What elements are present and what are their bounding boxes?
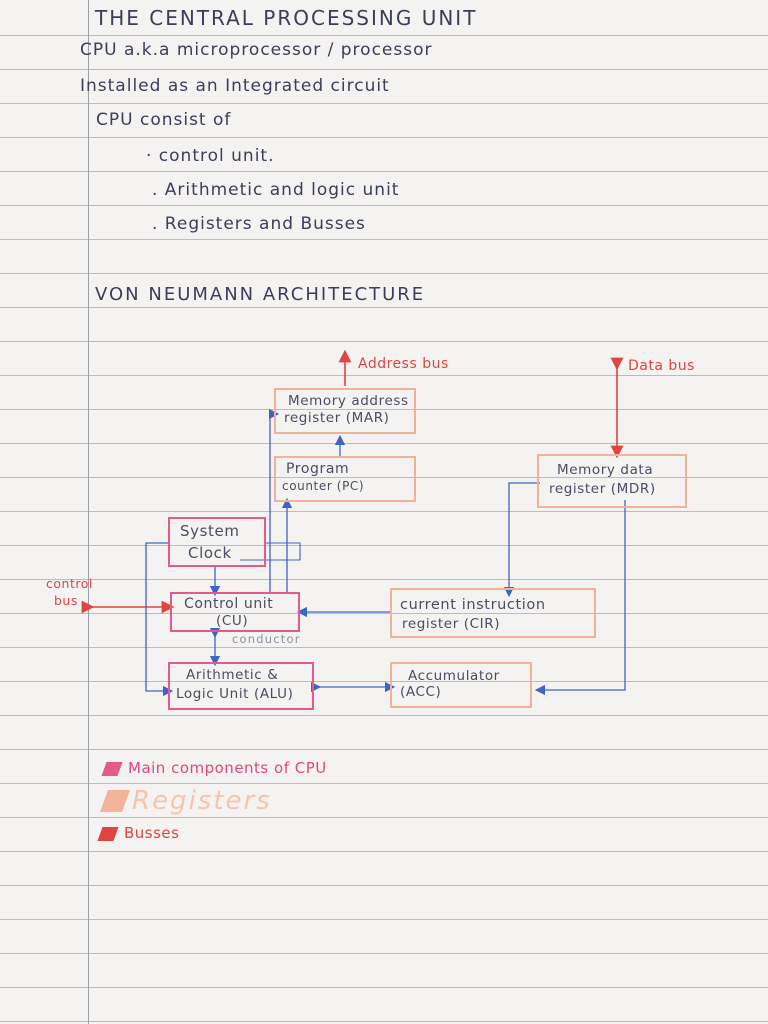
address-bus-label: Address bus bbox=[358, 356, 449, 372]
mdr-box: Memory data register (MDR) bbox=[537, 454, 687, 508]
cu-label-2: (CU) bbox=[216, 613, 249, 629]
mar-label-2: register (MAR) bbox=[284, 410, 390, 426]
alu-label-1: Arithmetic & bbox=[186, 667, 279, 683]
section-title: VON NEUMANN ARCHITECTURE bbox=[95, 284, 426, 305]
component-control-unit: · control unit. bbox=[146, 146, 275, 166]
control-bus-label-2: bus bbox=[54, 593, 78, 608]
system-clock-box: System Clock bbox=[168, 517, 266, 567]
control-bus-label-1: control bbox=[46, 576, 93, 591]
mdr-label-1: Memory data bbox=[557, 462, 654, 478]
mar-label-1: Memory address bbox=[288, 393, 409, 409]
mar-box: Memory address register (MAR) bbox=[274, 388, 416, 434]
legend-busses: Busses bbox=[97, 823, 179, 842]
cir-label-2: register (CIR) bbox=[402, 616, 501, 632]
control-unit-box: Control unit (CU) bbox=[170, 592, 300, 632]
data-bus-label: Data bus bbox=[628, 358, 695, 374]
bullet-1: CPU a.k.a microprocessor / processor bbox=[80, 40, 433, 60]
pink-swatch-icon bbox=[101, 761, 123, 776]
cu-label-1: Control unit bbox=[184, 596, 274, 612]
pc-label-2: counter (PC) bbox=[282, 479, 365, 493]
legend-main: Main components of CPU bbox=[101, 758, 327, 777]
margin-line bbox=[88, 0, 89, 1024]
consist-line: CPU consist of bbox=[96, 110, 232, 130]
alu-label-2: Logic Unit (ALU) bbox=[176, 686, 294, 702]
mdr-label-2: register (MDR) bbox=[549, 481, 656, 497]
component-registers-busses: . Registers and Busses bbox=[152, 214, 366, 234]
legend-registers: Registers bbox=[99, 786, 272, 816]
pc-label-1: Program bbox=[286, 461, 350, 477]
acc-label-2: (ACC) bbox=[400, 684, 442, 700]
pc-box: Program counter (PC) bbox=[274, 456, 416, 502]
component-alu: . Arithmetic and logic unit bbox=[152, 180, 400, 200]
acc-box: Accumulator (ACC) bbox=[390, 662, 532, 708]
red-swatch-icon bbox=[97, 826, 119, 841]
alu-box: Arithmetic & Logic Unit (ALU) bbox=[168, 662, 314, 710]
bullet-2: Installed as an Integrated circuit bbox=[80, 76, 390, 96]
cir-box: current instruction register (CIR) bbox=[390, 588, 596, 638]
acc-label-1: Accumulator bbox=[408, 668, 500, 684]
conductor-note: conductor bbox=[232, 632, 301, 646]
cir-label-1: current instruction bbox=[400, 597, 546, 613]
page-title: THE CENTRAL PROCESSING UNIT bbox=[95, 6, 478, 30]
clock-label-1: System bbox=[180, 522, 240, 540]
clock-label-2: Clock bbox=[188, 544, 232, 562]
orange-swatch-icon bbox=[99, 790, 131, 812]
